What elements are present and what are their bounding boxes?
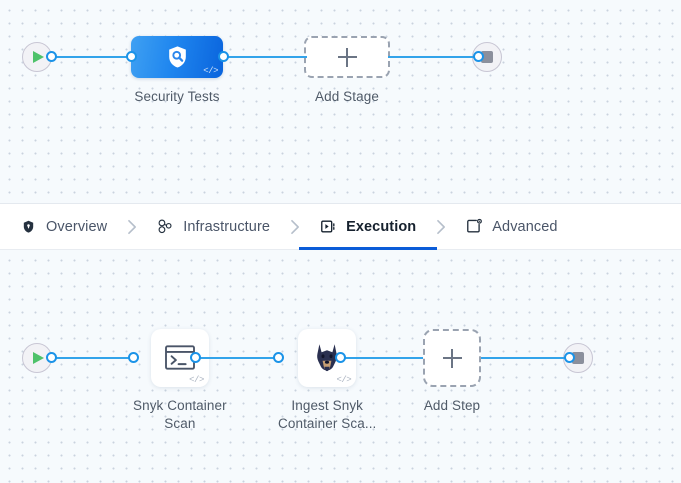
tab-advanced[interactable]: Advanced [464,204,559,250]
link-step1-to-step2 [195,356,278,359]
node-graph-icon [157,218,174,235]
link-addstep-to-exec-end [481,356,569,359]
connector-dot-stage-in[interactable] [126,51,137,62]
chevron-right-icon-2 [272,219,318,235]
stage-node-security-tests[interactable]: </> Security Tests [131,36,223,106]
stage-node-label: Security Tests [134,89,220,104]
link-stage-to-addstage [222,55,307,58]
tab-infrastructure[interactable]: Infrastructure [155,204,272,250]
play-icon [33,51,44,63]
play-box-icon [320,218,337,235]
add-stage-label: Add Stage [315,89,379,104]
link-start-to-stage [50,55,135,58]
link-step2-to-addstep [340,356,423,359]
code-badge-icon: </> [189,375,204,385]
stage-canvas[interactable]: </> Security Tests Add Stage [0,0,681,203]
connector-dot-stage-out[interactable] [218,51,229,62]
chevron-right-icon-1 [109,219,155,235]
code-badge-icon: </> [203,66,218,76]
shield-icon [20,218,37,235]
stage-node-body[interactable]: </> [131,36,223,78]
step-node-label: Snyk Container Scan [133,398,227,431]
connector-dot-end-in[interactable] [473,51,484,62]
stop-icon [481,51,493,63]
step-node-ingest-snyk-container-scan[interactable]: </> Ingest Snyk Container Sca... [278,329,376,433]
card-gear-icon [466,218,483,235]
execution-steps-canvas[interactable]: </> Snyk Container Scan </> [0,250,681,483]
tab-overview[interactable]: Overview [18,204,109,250]
tab-overview-label: Overview [46,218,108,235]
add-step-node[interactable]: Add Step [423,329,481,415]
plus-icon [442,348,462,368]
connector-dot-step2-out[interactable] [335,352,346,363]
chevron-right-icon-3 [418,219,464,235]
step-config-tabbar: Overview Infrastructure [0,204,681,250]
stop-icon [572,352,584,364]
canvas-divider [0,203,681,204]
code-badge-icon: </> [336,375,352,385]
tab-infrastructure-label: Infrastructure [183,218,271,235]
connector-dot-step1-in[interactable] [128,352,139,363]
step-node-snyk-container-scan[interactable]: </> Snyk Container Scan [133,329,227,433]
add-step-button[interactable] [423,329,481,387]
add-stage-node[interactable]: Add Stage [304,36,390,106]
plus-icon [337,47,357,67]
step-node-label: Ingest Snyk Container Sca... [278,398,377,431]
connector-dot-step1-out[interactable] [190,352,201,363]
connector-dot-start-out[interactable] [46,51,57,62]
play-icon [33,352,44,364]
tab-execution[interactable]: Execution [299,204,438,250]
doberman-logo-icon [312,342,342,374]
link-exec-start-to-step1 [50,356,132,359]
tab-advanced-label: Advanced [492,218,558,235]
add-stage-button[interactable] [304,36,390,78]
connector-dot-exec-start-out[interactable] [46,352,57,363]
add-step-label: Add Step [423,398,481,413]
shield-search-icon [164,44,191,71]
connector-dot-exec-end-in[interactable] [564,352,575,363]
link-addstage-to-end [388,55,478,58]
tab-execution-label: Execution [346,218,417,235]
connector-dot-step2-in[interactable] [273,352,284,363]
